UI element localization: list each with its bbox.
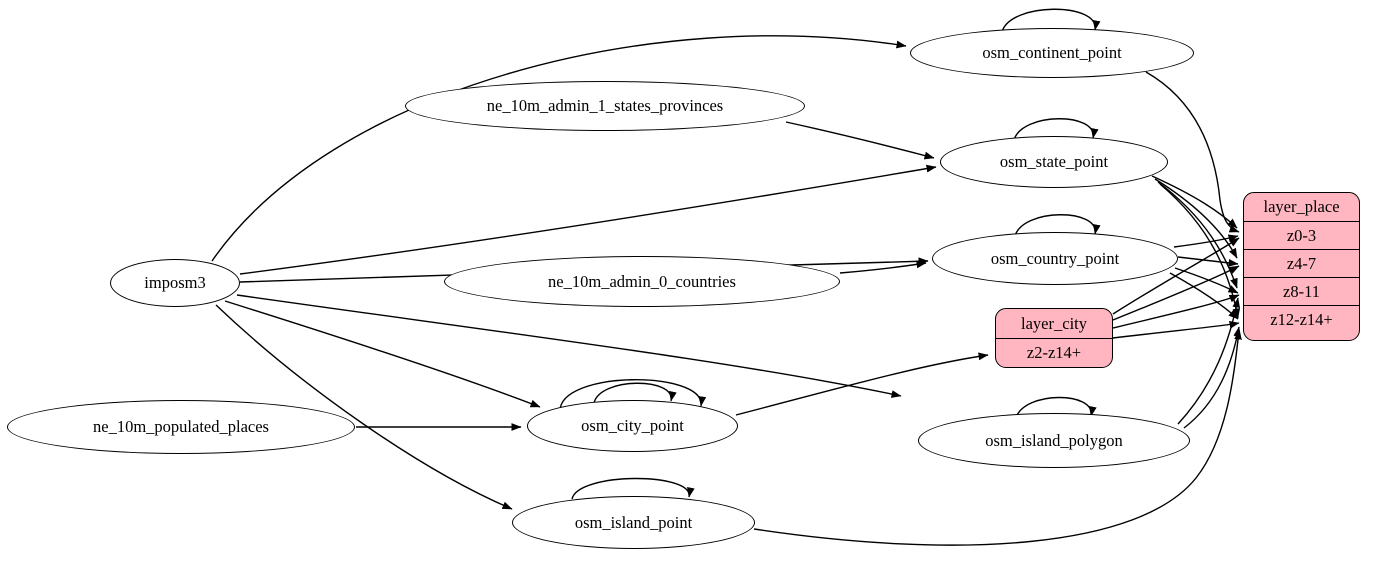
layer-city-title: layer_city bbox=[1021, 313, 1087, 333]
edge-layer-city-z4-7 bbox=[1112, 265, 1240, 321]
node-ne-10m-populated-places: ne_10m_populated_places bbox=[7, 400, 355, 454]
self-loop-osm-city-point-outer bbox=[559, 379, 707, 413]
node-osm-island-point: osm_island_point bbox=[512, 496, 755, 549]
edge-imposm3-continent bbox=[211, 35, 907, 262]
node-ne-10m-admin-1-states-provinces-label: ne_10m_admin_1_states_provinces bbox=[486, 96, 724, 115]
edge-admin0-country bbox=[839, 260, 927, 274]
node-osm-state-point-label: osm_state_point bbox=[999, 152, 1109, 171]
edge-island-polygon-z8-11 bbox=[1177, 297, 1241, 425]
layer-place-row-z0-3: z0-3 bbox=[1244, 221, 1359, 249]
node-osm-continent-point: osm_continent_point bbox=[910, 28, 1194, 78]
edge-layer-city-z8-11 bbox=[1112, 294, 1240, 329]
layer-city-row-z2-z14: z2-z14+ bbox=[996, 338, 1112, 367]
node-imposm3-label: imposm3 bbox=[144, 273, 206, 292]
node-ne-10m-admin-0-countries-label: ne_10m_admin_0_countries bbox=[548, 271, 736, 291]
edge-state-z0-3 bbox=[1151, 175, 1238, 229]
layer-place-row-z4-7: z4-7 bbox=[1244, 249, 1359, 277]
node-osm-city-point-label: osm_city_point bbox=[581, 416, 684, 435]
node-osm-country-point-label: osm_country_point bbox=[990, 248, 1120, 268]
node-osm-city-point: osm_city_point bbox=[527, 400, 738, 452]
node-osm-island-polygon-label: osm_island_polygon bbox=[985, 430, 1123, 450]
edge-state-z4-7 bbox=[1154, 178, 1238, 259]
edge-layer-city-z0-3 bbox=[1112, 237, 1240, 315]
node-ne-10m-populated-places-label: ne_10m_populated_places bbox=[93, 417, 269, 436]
node-osm-island-polygon: osm_island_polygon bbox=[918, 413, 1190, 468]
edge-state-z8-11 bbox=[1157, 181, 1238, 289]
node-osm-country-point: osm_country_point bbox=[932, 232, 1178, 285]
self-loop-osm-state-point bbox=[1013, 118, 1099, 141]
layer-place-row-z12-z14: z12-z14+ bbox=[1244, 305, 1359, 333]
self-loop-osm-country-point bbox=[1014, 214, 1101, 237]
self-loop-osm-continent-point bbox=[1001, 8, 1101, 33]
edge-admin1-state bbox=[785, 121, 935, 160]
node-osm-state-point: osm_state_point bbox=[940, 136, 1168, 188]
self-loop-osm-city-point-inner bbox=[593, 382, 677, 404]
self-loop-osm-island-polygon bbox=[1015, 396, 1097, 419]
edge-imposm3-city bbox=[224, 300, 541, 408]
layer-place-title: layer_place bbox=[1263, 197, 1340, 216]
node-osm-island-point-label: osm_island_point bbox=[574, 512, 693, 532]
self-loop-osm-island-point bbox=[571, 477, 695, 500]
edge-city-layer-city bbox=[735, 352, 989, 416]
edge-layer-city-z12-z14 bbox=[1112, 321, 1240, 339]
edge-imposm3-island-polygon bbox=[236, 294, 902, 398]
node-ne-10m-admin-1-states-provinces: ne_10m_admin_1_states_provinces bbox=[405, 81, 805, 131]
edge-island-point-z12-z14 bbox=[753, 329, 1242, 546]
edge-country-z0-3 bbox=[1173, 234, 1239, 248]
edge-imposm3-state bbox=[239, 164, 937, 275]
layer-place-row-z8-11: z8-11 bbox=[1244, 277, 1359, 305]
edge-country-z4-7 bbox=[1177, 256, 1239, 267]
node-ne-10m-admin-0-countries: ne_10m_admin_0_countries bbox=[444, 256, 840, 307]
node-imposm3: imposm3 bbox=[110, 259, 240, 307]
edge-imposm3-island-point bbox=[215, 304, 513, 510]
edge-country-z8-11 bbox=[1174, 267, 1239, 294]
node-osm-continent-point-label: osm_continent_point bbox=[982, 43, 1122, 62]
record-layer-city: layer_city z2-z14+ bbox=[995, 308, 1113, 368]
record-layer-place: layer_place z0-3 z4-7 z8-11 z12-z14+ bbox=[1243, 192, 1360, 341]
